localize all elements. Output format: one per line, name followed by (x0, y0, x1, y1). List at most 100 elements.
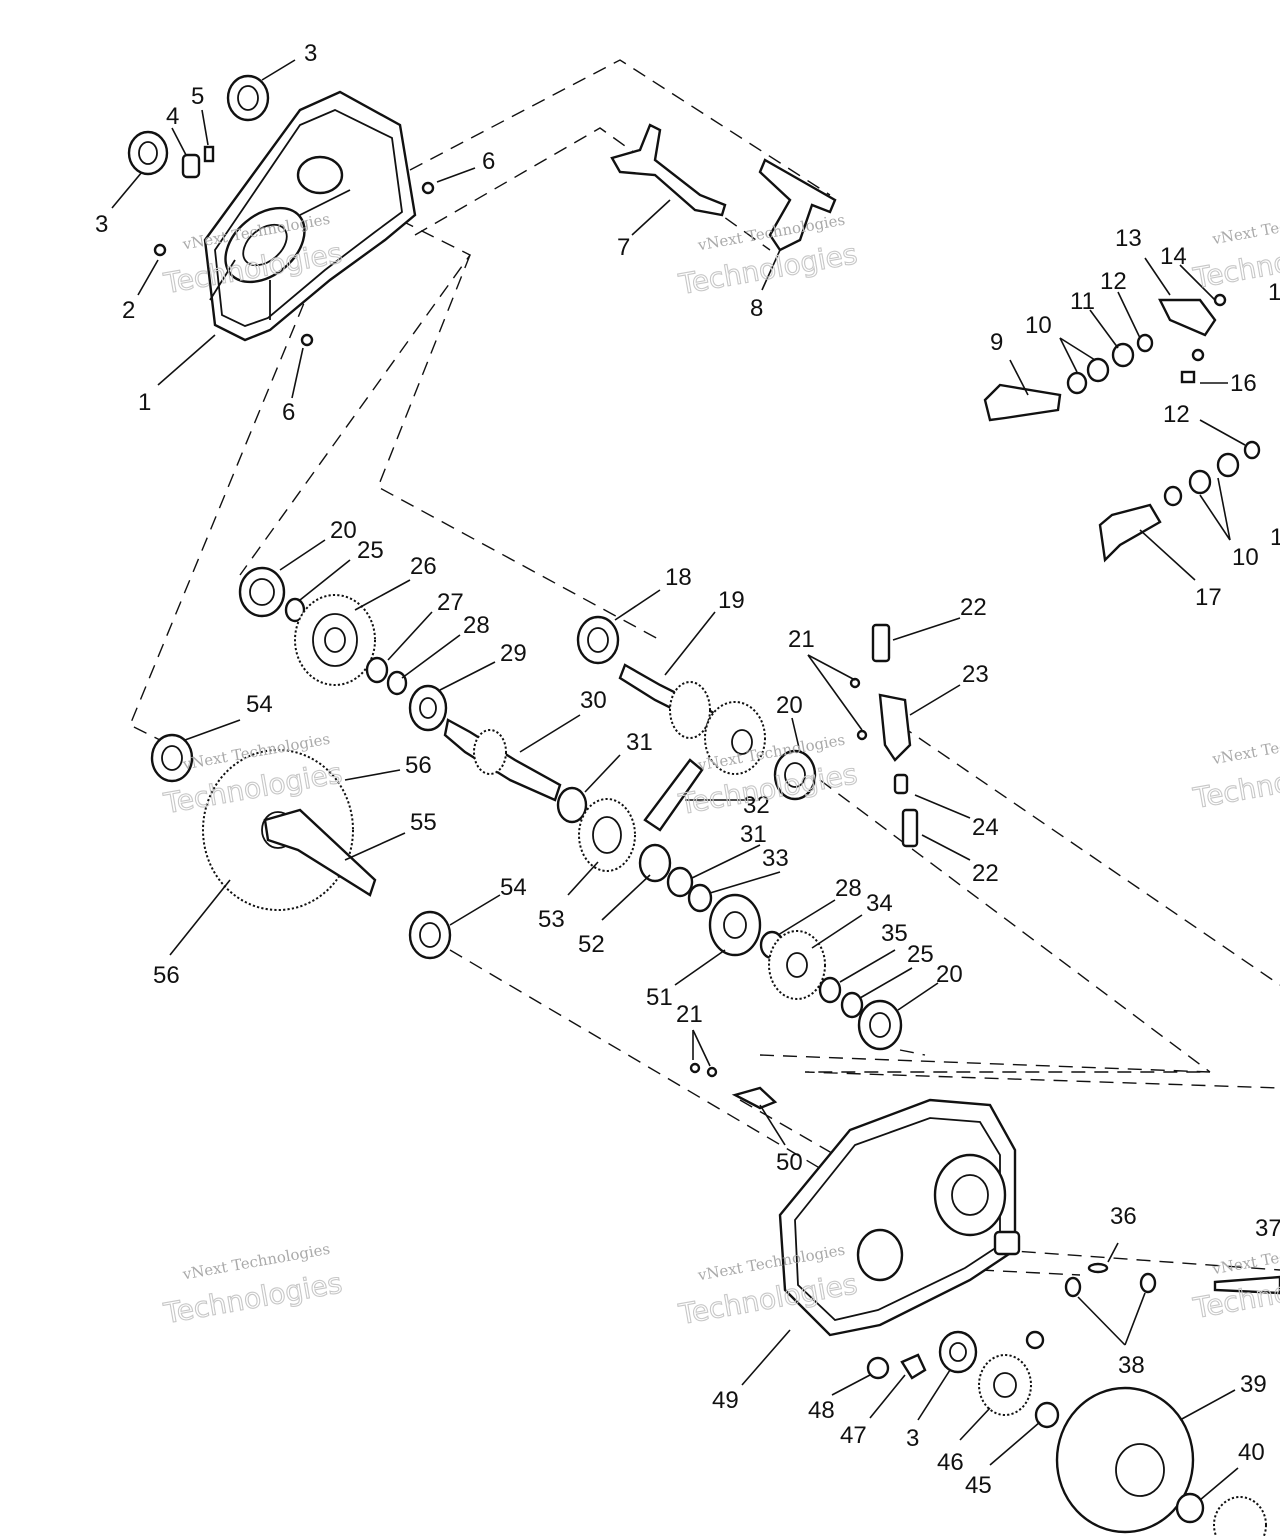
assembly-dashed-lines (129, 59, 1280, 1276)
callout-33: 33 (762, 845, 789, 872)
callout-7: 7 (617, 234, 630, 261)
callout-40: 40 (1238, 1439, 1265, 1466)
callout-49: 49 (712, 1387, 739, 1414)
ring-31-lower (666, 866, 694, 898)
callout-34: 34 (866, 890, 893, 917)
bolt-6-bottom (300, 333, 314, 347)
callout-56: 56 (405, 752, 432, 779)
bearing-54-upper (150, 733, 194, 783)
callout-20: 20 (776, 692, 803, 719)
shift-drum-23 (849, 623, 919, 848)
watermark-bottom-left: vNext Technologies Technologies (160, 1240, 345, 1331)
callout-6: 6 (482, 148, 495, 175)
watermark-bottom-right: vNext Technologies Technologies (1190, 1235, 1280, 1326)
callout-13: 13 (1115, 225, 1142, 252)
callout-14: 14 (1160, 243, 1187, 270)
chain-32 (643, 758, 704, 832)
callout-47: 47 (840, 1422, 867, 1449)
callout-54: 54 (500, 874, 527, 901)
svg-text:vNext Technologies: vNext Technologies (1210, 205, 1280, 249)
callout-38: 38 (1118, 1352, 1145, 1379)
bearing-20-middle (773, 749, 817, 801)
shift-shaft-17 (1098, 440, 1261, 563)
ring-31-upper (556, 786, 588, 824)
callout-48: 48 (808, 1397, 835, 1424)
callout-26: 26 (410, 553, 437, 580)
dowel-5 (203, 145, 215, 163)
gear-34 (768, 930, 826, 1000)
washer-33 (687, 883, 713, 913)
shaft-30 (443, 718, 562, 802)
seal-3-left (127, 130, 169, 176)
callout-5: 5 (191, 83, 204, 110)
callout-12: 12 (1100, 268, 1127, 295)
callout-16: 16 (1230, 370, 1257, 397)
callout-29: 29 (500, 640, 527, 667)
callout-9: 9 (990, 329, 1003, 356)
callout-54: 54 (246, 691, 273, 718)
callout-3: 3 (304, 40, 317, 67)
watermark-top-right: vNext Technologies Technologies (1190, 205, 1280, 296)
gear-26 (294, 594, 376, 686)
screw-2 (153, 243, 167, 257)
callout-31: 31 (626, 729, 653, 756)
output-shaft-55 (263, 808, 377, 897)
bolt-6-top (421, 181, 435, 195)
svg-text:vNext Technologies: vNext Technologies (1210, 725, 1280, 769)
seal-3-lower (938, 1330, 978, 1374)
callout-56: 56 (153, 962, 180, 989)
callout-10: 10 (1025, 312, 1052, 339)
callout-1-edge: 1 (1268, 279, 1280, 306)
bearing-20-lower (857, 999, 903, 1051)
sprocket-lower-right (1213, 1496, 1267, 1536)
bearing-52 (638, 843, 672, 883)
callout-39: 39 (1240, 1371, 1267, 1398)
plug-47 (900, 1353, 927, 1380)
watermark-mid-right: vNext Technologies Technologies (1190, 725, 1280, 816)
bearing-54-lower (408, 910, 452, 960)
washer-45 (1034, 1401, 1060, 1429)
callout-52: 52 (578, 931, 605, 958)
sprocket-46 (978, 1354, 1032, 1416)
washer-40 (1175, 1492, 1205, 1524)
shift-fork-7 (610, 123, 727, 217)
callout-25: 25 (907, 941, 934, 968)
left-crankcase-cover (203, 90, 417, 342)
callout-numbers: 3 5 4 6 3 2 1 6 7 8 13 14 1 12 11 10 9 1… (95, 40, 1280, 1499)
callout-21: 21 (788, 626, 815, 653)
shift-shaft-9 (983, 333, 1154, 422)
callout-51: 51 (646, 984, 673, 1011)
callout-24: 24 (972, 814, 999, 841)
callout-23: 23 (962, 661, 989, 688)
callout-53: 53 (538, 906, 565, 933)
shift-fork-8 (758, 158, 837, 252)
callout-18: 18 (665, 564, 692, 591)
washer-28-upper (386, 670, 408, 696)
callout-46: 46 (937, 1449, 964, 1476)
callout-2: 2 (122, 297, 135, 324)
washer-38-right (1139, 1272, 1157, 1294)
callout-25: 25 (357, 537, 384, 564)
callout-55: 55 (410, 809, 437, 836)
callout-19: 19 (718, 587, 745, 614)
collar-29 (408, 684, 448, 732)
callout-21: 21 (676, 1001, 703, 1028)
washer-25-lower (840, 991, 864, 1019)
callout-20: 20 (936, 961, 963, 988)
callout-27: 27 (437, 589, 464, 616)
watermark-top-middle: vNext Technologies Technologies (675, 211, 860, 302)
callout-31: 31 (740, 821, 767, 848)
callout-37: 37 (1255, 1215, 1280, 1242)
callout-3: 3 (95, 211, 108, 238)
callout-50: 50 (776, 1149, 803, 1176)
callout-8: 8 (750, 295, 763, 322)
callout-1-edge: 1 (1270, 524, 1280, 551)
callout-35: 35 (881, 920, 908, 947)
callout-6: 6 (282, 399, 295, 426)
callout-45: 45 (965, 1472, 992, 1499)
callout-17: 17 (1195, 584, 1222, 611)
key-36 (1087, 1262, 1109, 1274)
callout-30: 30 (580, 687, 607, 714)
